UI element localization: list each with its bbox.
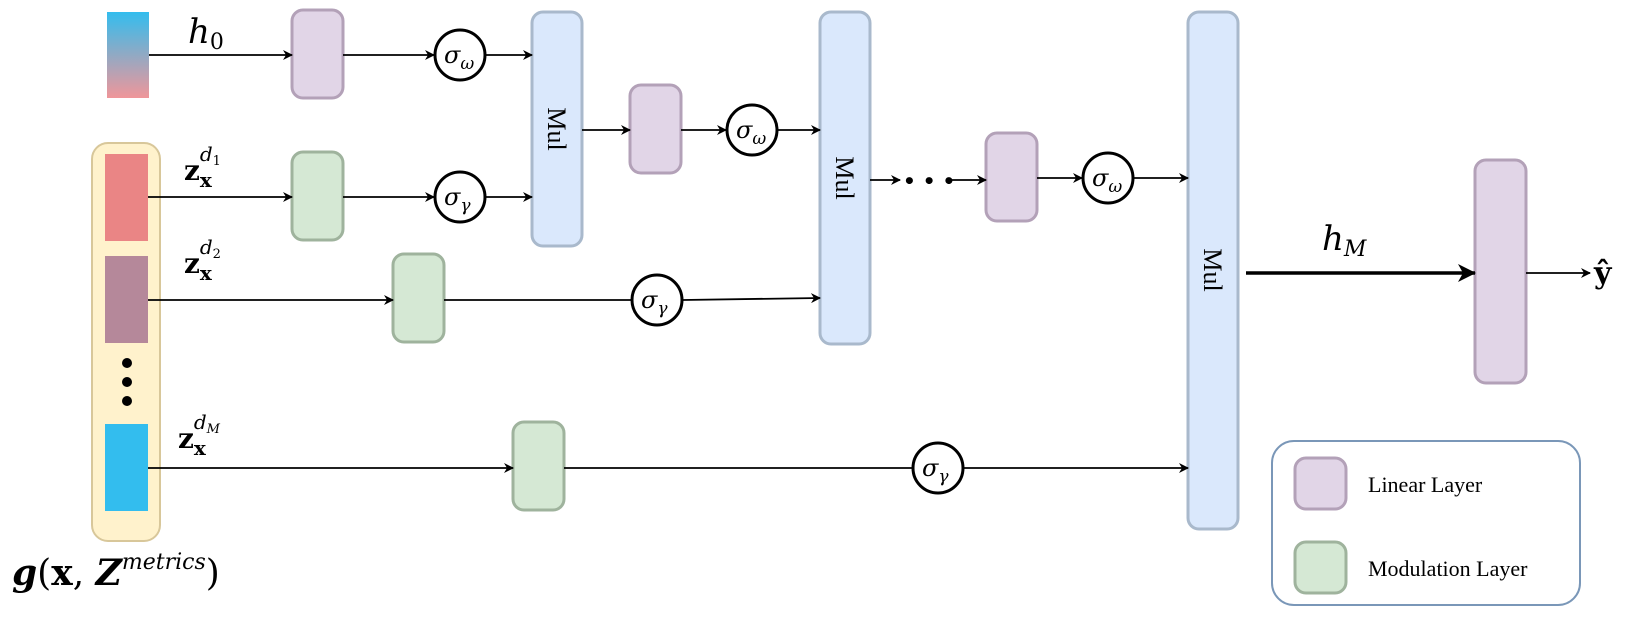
sigma-omega-node-2: [725, 103, 779, 157]
sigma-omega-label: σω: [736, 116, 766, 149]
mul-block-M: [1186, 10, 1240, 531]
legend-box: [1271, 440, 1581, 606]
legend-linear-label: Linear Layer: [1368, 472, 1483, 497]
z-dM-embedding: [105, 424, 148, 511]
z-dM-label: zxdM: [178, 410, 221, 460]
sigma-omega-label: σω: [444, 41, 474, 74]
sigma-omega-node-1: [433, 28, 487, 82]
mul-block-1: [530, 10, 584, 248]
linear-layer-2: [628, 83, 683, 175]
legend-modulation-label: Modulation Layer: [1368, 556, 1528, 581]
linear-layer-3: [984, 131, 1039, 223]
sigma-omega-node-3: [1081, 151, 1135, 205]
sigma-gamma-label: σγ: [922, 454, 949, 487]
linear-layer-1: [290, 8, 345, 100]
z-d1-embedding: [105, 154, 148, 241]
legend-linear-swatch: [1293, 456, 1348, 511]
legend-modulation-swatch: [1293, 540, 1348, 595]
mul-label-2: Mul: [830, 156, 859, 199]
mul-label-1: Mul: [542, 107, 571, 150]
z-d2-embedding: [105, 256, 148, 343]
embedding-function-label: g(x, Zmetrics): [12, 550, 220, 594]
hM-label: hM: [1322, 219, 1367, 262]
y-hat-output-label: ŷ: [1593, 256, 1613, 291]
sigma-gamma-label: σγ: [444, 183, 471, 216]
modulation-layer-M: [511, 420, 566, 512]
sigma-gamma-node-M: [911, 441, 965, 495]
h0-label: h0: [188, 12, 224, 55]
sigma-gamma-node-1: [433, 170, 487, 224]
embedding-ellipsis-dot: [122, 396, 132, 406]
wire-sigma-to-mul2b: [682, 293, 821, 304]
sigma-gamma-node-2: [630, 273, 684, 327]
mul-block-2: [818, 10, 872, 346]
z-d1-label: zxd1: [184, 142, 221, 192]
linear-layer-output: [1473, 158, 1528, 385]
layer-ellipsis: • • •: [903, 169, 955, 193]
sigma-omega-label: σω: [1092, 164, 1122, 197]
mul-label-M: Mul: [1198, 248, 1227, 291]
embedding-ellipsis-dot: [122, 358, 132, 368]
modulation-layer-2: [391, 252, 446, 344]
sigma-gamma-label: σγ: [641, 286, 668, 319]
modulation-layer-1: [290, 150, 345, 242]
z-d2-label: zxd2: [184, 235, 221, 285]
h0-input-bar: [107, 12, 149, 98]
embedding-ellipsis-dot: [122, 377, 132, 387]
